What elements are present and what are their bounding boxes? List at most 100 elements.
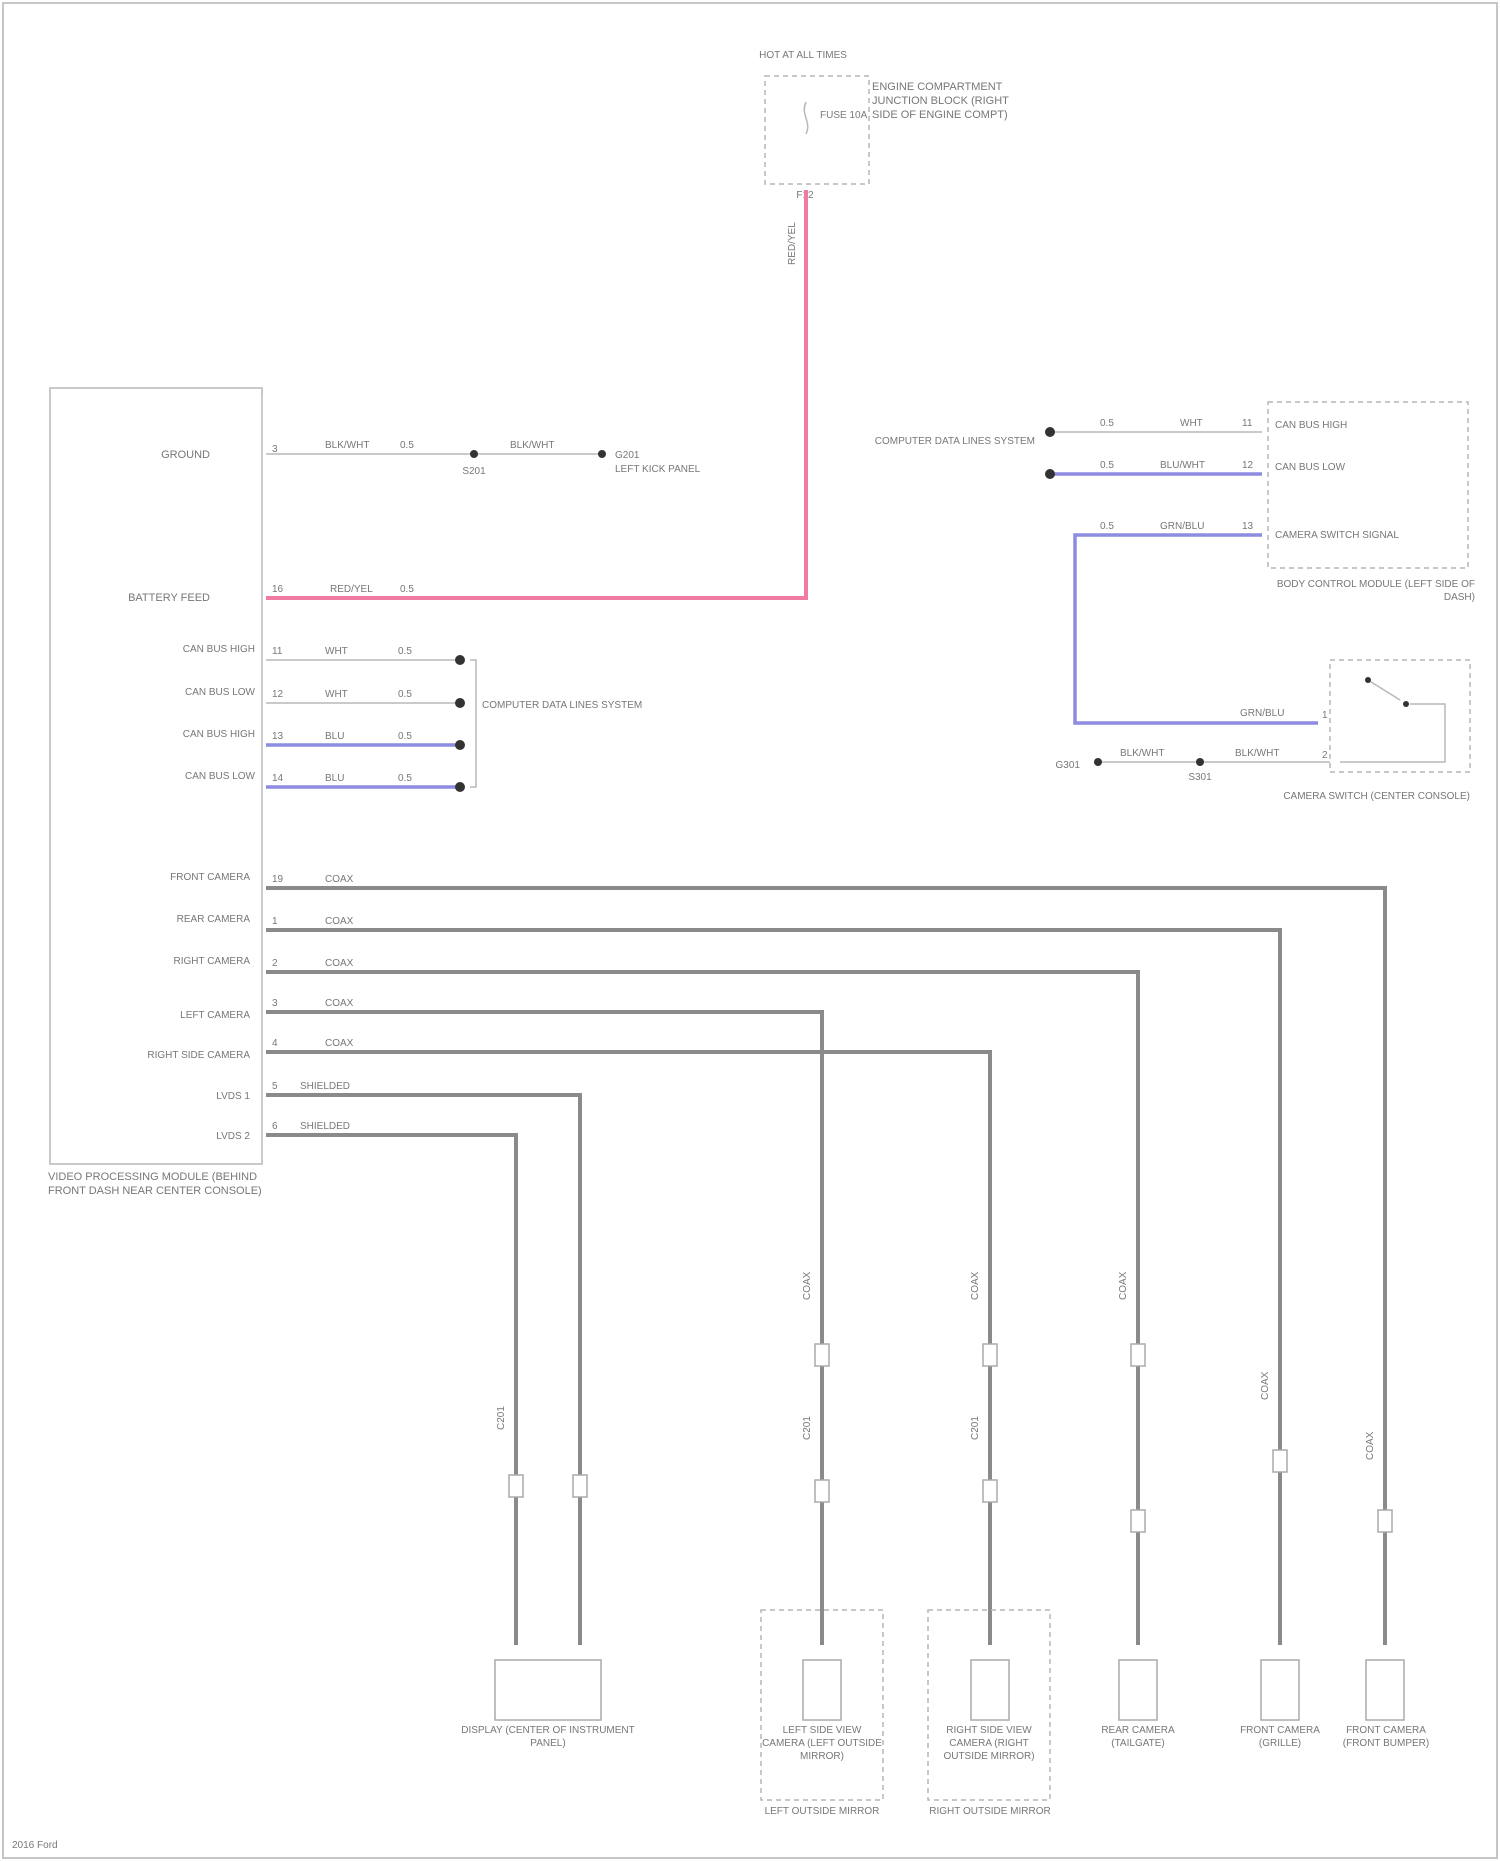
pin-num-can3: 13 [272, 731, 284, 742]
camera-pin-labels: FRONT CAMERA REAR CAMERA RIGHT CAMERA LE… [147, 872, 353, 1142]
rear-cam-label: REAR CAMERA (TAILGATE) [1085, 1724, 1191, 1750]
coax-label-front: COAX [1365, 1431, 1376, 1460]
connector-label-lvds: C201 [496, 1406, 507, 1430]
switch-internal [1340, 704, 1445, 762]
switch-lever [1368, 680, 1400, 700]
rear-camera [1119, 1660, 1157, 1720]
pin-num-lvds1: 5 [272, 1081, 278, 1092]
bcm-num-1: 11 [1242, 418, 1253, 429]
switch-pin1: 1 [1322, 710, 1328, 721]
pin-label-can4: CAN BUS LOW [185, 771, 256, 782]
left-cam-label: LEFT SIDE VIEW CAMERA (LEFT OUTSIDE MIRR… [762, 1724, 882, 1763]
connector-right-side-cam-2 [983, 1480, 997, 1502]
pin-label-lvds1: LVDS 1 [216, 1091, 250, 1102]
network-right: COMPUTER DATA LINES SYSTEM [875, 436, 1035, 447]
right-cam-wire: COAX [325, 958, 354, 969]
battery-wire-color: RED/YEL [330, 584, 373, 595]
can-dot-1 [455, 655, 465, 665]
bottom-devices: DISPLAY (CENTER OF INSTRUMENT PANEL) LEF… [460, 1610, 1432, 1817]
switch-wire-1: GRN/BLU [1240, 708, 1284, 719]
coax-wires [266, 888, 1385, 1645]
fuse-header: HOT AT ALL TIMES [759, 50, 847, 61]
pin-num-lvds2: 6 [272, 1121, 278, 1132]
pin-num-can4: 14 [272, 773, 284, 784]
fuse-block-outline [765, 76, 869, 184]
module-name: VIDEO PROCESSING MODULE (BEHIND FRONT DA… [48, 1170, 268, 1198]
can-bracket [470, 660, 476, 787]
can-dot-2 [455, 698, 465, 708]
fuse-location: ENGINE COMPARTMENT JUNCTION BLOCK (RIGHT… [872, 80, 1012, 122]
bcm-num-2: 12 [1242, 460, 1254, 471]
feed-wire-label: RED/YEL [787, 222, 798, 265]
pin-num-can1: 11 [272, 646, 283, 657]
switch-ground-label: G301 [1056, 760, 1081, 771]
front-camera-grille [1261, 1660, 1299, 1720]
ground-splice: S201 [462, 466, 486, 477]
rear-cam-wire: COAX [325, 916, 354, 927]
bcm-gauge-2: 0.5 [1100, 460, 1114, 471]
pin-label-right-cam: RIGHT CAMERA [174, 956, 251, 967]
coax-label-left: COAX [802, 1271, 813, 1300]
coax-wire-left-camera [266, 1012, 822, 1645]
switch-splice-dot [1196, 758, 1204, 766]
switch-ground-wire-color-2: BLK/WHT [1235, 748, 1279, 759]
pin-num-battery: 16 [272, 584, 284, 595]
switch-name: CAMERA SWITCH (CENTER CONSOLE) [1270, 790, 1470, 803]
pin-num-right-cam: 2 [272, 958, 278, 969]
bcm-line-1: CAN BUS HIGH [1275, 420, 1347, 431]
fuse-location-wrap: ENGINE COMPARTMENT JUNCTION BLOCK (RIGHT… [872, 80, 1012, 160]
network-label: COMPUTER DATA LINES SYSTEM [482, 700, 642, 711]
connector-label-left: C201 [802, 1416, 813, 1440]
front-camera-bumper [1366, 1660, 1404, 1720]
bcm-name: BODY CONTROL MODULE (LEFT SIDE OF DASH) [1255, 578, 1475, 604]
bcm-dot-2 [1045, 469, 1055, 479]
display-unit [495, 1660, 601, 1720]
coax-wire-right-side-camera [266, 1052, 990, 1645]
pin-label-front-cam: FRONT CAMERA [170, 872, 250, 883]
bcm-line-2: CAN BUS LOW [1275, 462, 1346, 473]
can1-gauge: 0.5 [398, 646, 412, 657]
switch-ground-dot [1094, 758, 1102, 766]
left-mirror-group: LEFT OUTSIDE MIRROR [765, 1806, 880, 1817]
pin-label-can2: CAN BUS LOW [185, 687, 256, 698]
switch-splice: S301 [1188, 772, 1212, 783]
pin-label-left-cam: LEFT CAMERA [180, 1010, 250, 1021]
can2-color: WHT [325, 689, 348, 700]
inline-connectors: COAX COAX COAX COAX COAX C201 C201 C201 [496, 1271, 1392, 1532]
pin-num-left-cam: 3 [272, 998, 278, 1009]
connector-rear-cam [1273, 1450, 1287, 1472]
ground-label: G201 [615, 450, 640, 461]
can-lines: COMPUTER DATA LINES SYSTEM CAN BUS HIGH … [183, 644, 642, 792]
ground-wire-color-2: BLK/WHT [510, 440, 554, 451]
bcm-switch-wire [1075, 535, 1318, 723]
connector-left-cam-2 [815, 1480, 829, 1502]
right-mirror-group: RIGHT OUTSIDE MIRROR [929, 1806, 1050, 1817]
lvds1-wire: SHIELDED [300, 1081, 350, 1092]
display-label-wrap: DISPLAY (CENTER OF INSTRUMENT PANEL) [460, 1724, 636, 1784]
bcm-color-2: BLU/WHT [1160, 460, 1205, 471]
battery-wire-gauge: 0.5 [400, 584, 414, 595]
lvds-wire-2 [266, 1135, 516, 1645]
right-side-cam-wire: COAX [325, 1038, 354, 1049]
bcm-line-3: CAMERA SWITCH SIGNAL [1275, 530, 1399, 541]
can4-color: BLU [325, 773, 344, 784]
pin-label-can1: CAN BUS HIGH [183, 644, 255, 655]
pin-label-rear-cam: REAR CAMERA [177, 914, 251, 925]
video-processing-module: VIDEO PROCESSING MODULE (BEHIND FRONT DA… [48, 388, 268, 1230]
switch-contact [1403, 701, 1409, 707]
fuse-block: HOT AT ALL TIMES FUSE 10A ENGINE COMPART… [759, 50, 1012, 201]
display-label: DISPLAY (CENTER OF INSTRUMENT PANEL) [460, 1724, 636, 1750]
footer-text: 2016 Ford [12, 1840, 58, 1851]
switch-outline [1330, 660, 1470, 772]
body-control-module: COMPUTER DATA LINES SYSTEM CAN BUS HIGH … [875, 402, 1475, 723]
bcm-color-3: GRN/BLU [1160, 521, 1204, 532]
pin-label-lvds2: LVDS 2 [216, 1131, 250, 1142]
right-cam-label-wrap: RIGHT SIDE VIEW CAMERA (RIGHT OUTSIDE MI… [929, 1724, 1049, 1784]
coax-wire-front-camera [266, 888, 1385, 1645]
bcm-num-3: 13 [1242, 521, 1254, 532]
ground-wire-gauge: 0.5 [400, 440, 414, 451]
front-cam-bumper-wrap: FRONT CAMERA (FRONT BUMPER) [1340, 1724, 1432, 1794]
connector-right-cam-1 [1131, 1344, 1145, 1366]
bcm-dot-1 [1045, 427, 1055, 437]
coax-label-right-side: COAX [970, 1271, 981, 1300]
